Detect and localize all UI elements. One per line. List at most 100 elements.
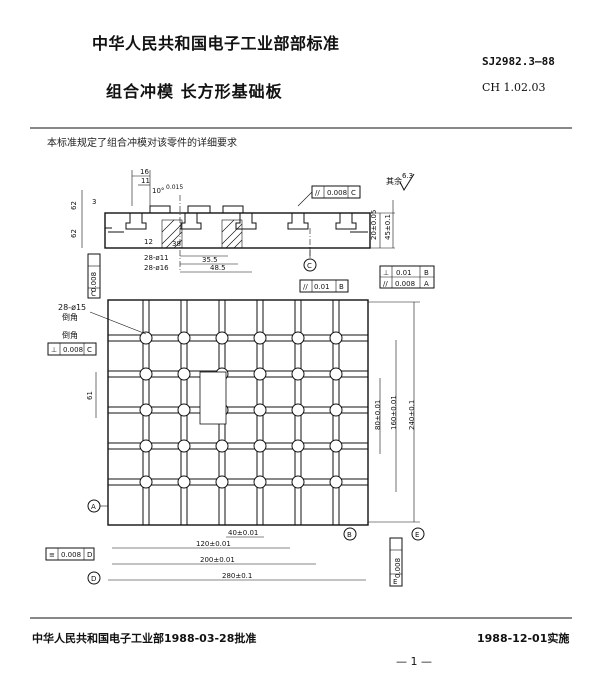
bolt-hole — [329, 439, 343, 453]
dim-240: 240±0.1 — [408, 400, 416, 430]
document-title: 组合冲模 长方形基础板 — [106, 82, 283, 101]
dim-angle: 10° — [152, 187, 164, 195]
bolt-hole — [139, 367, 153, 381]
tol-datum: C — [87, 346, 92, 354]
dim-80: 80±0.01 — [374, 400, 382, 430]
tolerance-parallel-left: 0.008 C — [87, 253, 101, 299]
chamfer-label: 倒角 — [62, 330, 78, 340]
tolerance-perp-left: 倒角 ⊥ 0.008 C — [47, 330, 97, 356]
bolt-hole — [329, 475, 343, 489]
bolt-hole — [329, 403, 343, 417]
datum-D: D — [91, 575, 96, 583]
dim-62-bottom: 62 — [70, 229, 78, 238]
bolt-hole — [291, 367, 305, 381]
datum-A: A — [91, 503, 96, 511]
tol-perp-datum: B — [424, 269, 429, 277]
dim-61: 61 — [86, 391, 94, 400]
dim-35-5: 35.5 — [202, 256, 218, 264]
dim-3: 3 — [92, 198, 96, 206]
svg-text:⊥: ⊥ — [51, 346, 57, 354]
tolerance-boxes-right: ⊥ 0.01 B // 0.008 A // 0.01 B — [299, 265, 435, 293]
tol-datum: B — [339, 283, 344, 291]
intro-text: 本标准规定了组合冲模对该零件的详细要求 — [47, 138, 237, 149]
tol-value: 0.008 — [63, 346, 83, 354]
tol-value: 0.008 — [90, 272, 98, 292]
bolt-hole — [253, 475, 267, 489]
datum-markers: A B E D — [87, 499, 425, 585]
bolt-hole — [329, 331, 343, 345]
datum-C-label: C — [307, 262, 312, 270]
tol-par-datum: A — [424, 280, 429, 288]
bolt-hole — [139, 331, 153, 345]
page-number: — 1 — — [396, 655, 432, 668]
hole-count: 28-ø15 — [58, 303, 86, 312]
svg-text:⊥: ⊥ — [383, 269, 389, 277]
hole-chamfer: 倒角 — [62, 312, 78, 322]
bolt-hole — [177, 403, 191, 417]
roughness-value: 6.3 — [402, 172, 413, 180]
section-dimensions: 16 11 10° 0.015 62 62 3 12 38 28-ø11 28-… — [70, 168, 395, 273]
tol-datum: C — [351, 189, 356, 197]
tol-datum: C — [91, 290, 96, 298]
bolt-hole — [291, 475, 305, 489]
dim-40: 40±0.01 — [228, 529, 258, 537]
approval-line: 中华人民共和国电子工业部1988-03-28批准 — [32, 632, 257, 645]
datum-B: B — [347, 531, 352, 539]
tolerance-symmetry: ≡ 0.008 D — [45, 547, 95, 561]
dim-11: 11 — [141, 177, 150, 185]
bolt-hole — [139, 403, 153, 417]
svg-text://: // — [383, 280, 388, 288]
bolt-hole — [291, 403, 305, 417]
dim-angle-tol: 0.015 — [166, 184, 183, 191]
tolerance-symmetry-right: 0.008 E — [389, 537, 403, 587]
bolt-hole — [253, 367, 267, 381]
bolt-hole — [177, 331, 191, 345]
dim-28-phi16: 28-ø16 — [144, 264, 169, 272]
datum-E: E — [415, 531, 419, 539]
section-view — [104, 195, 371, 270]
bolt-hole — [253, 403, 267, 417]
roughness-label: 其余 — [386, 176, 402, 186]
issuing-organization: 中华人民共和国电子工业部部标准 — [92, 34, 340, 53]
bolt-hole — [215, 331, 229, 345]
dim-120: 120±0.01 — [196, 540, 231, 548]
bolt-hole — [177, 439, 191, 453]
bolt-hole — [139, 439, 153, 453]
svg-text://: // — [315, 189, 320, 197]
tol-value: 0.008 — [61, 551, 81, 559]
standard-code: SJ2982.3—88 — [482, 55, 555, 68]
dim-28-phi11: 28-ø11 — [144, 254, 169, 262]
dim-20: 20±0.05 — [370, 210, 378, 240]
plan-horizontal-dims: 40±0.01 120±0.01 200±0.01 280±0.1 — [108, 529, 366, 581]
dim-45: 45±0.1 — [384, 214, 392, 240]
bolt-hole — [291, 439, 305, 453]
tol-value: 0.008 — [394, 558, 402, 578]
bolt-hole — [291, 331, 305, 345]
dim-16: 16 — [140, 168, 149, 176]
bolt-hole — [177, 475, 191, 489]
dim-280: 280±0.1 — [222, 572, 252, 580]
bolt-hole — [215, 439, 229, 453]
implementation-date: 1988-12-01实施 — [477, 632, 570, 645]
dim-160: 160±0.01 — [390, 395, 398, 430]
svg-text://: // — [303, 283, 308, 291]
dim-62-top: 62 — [70, 201, 78, 210]
surface-roughness: 其余 6.3 — [386, 172, 415, 192]
dim-12: 12 — [144, 238, 153, 246]
dim-200: 200±0.01 — [200, 556, 235, 564]
hole-note: 28-ø15 倒角 — [58, 303, 147, 335]
tol-value: 0.008 — [327, 189, 347, 197]
dim-48-5: 48.5 — [210, 264, 226, 272]
tol-datum: D — [87, 551, 92, 559]
dim-38: 38 — [172, 240, 181, 248]
svg-text:≡: ≡ — [49, 551, 55, 559]
tol-datum: E — [393, 578, 397, 586]
tol-par-value: 0.008 — [395, 280, 415, 288]
bolt-hole — [253, 439, 267, 453]
bolt-hole — [329, 367, 343, 381]
tolerance-parallel-top: // 0.008 C — [297, 185, 361, 207]
part-code: CH 1.02.03 — [482, 81, 546, 94]
tol-perp-value: 0.01 — [396, 269, 412, 277]
bolt-hole — [177, 367, 191, 381]
